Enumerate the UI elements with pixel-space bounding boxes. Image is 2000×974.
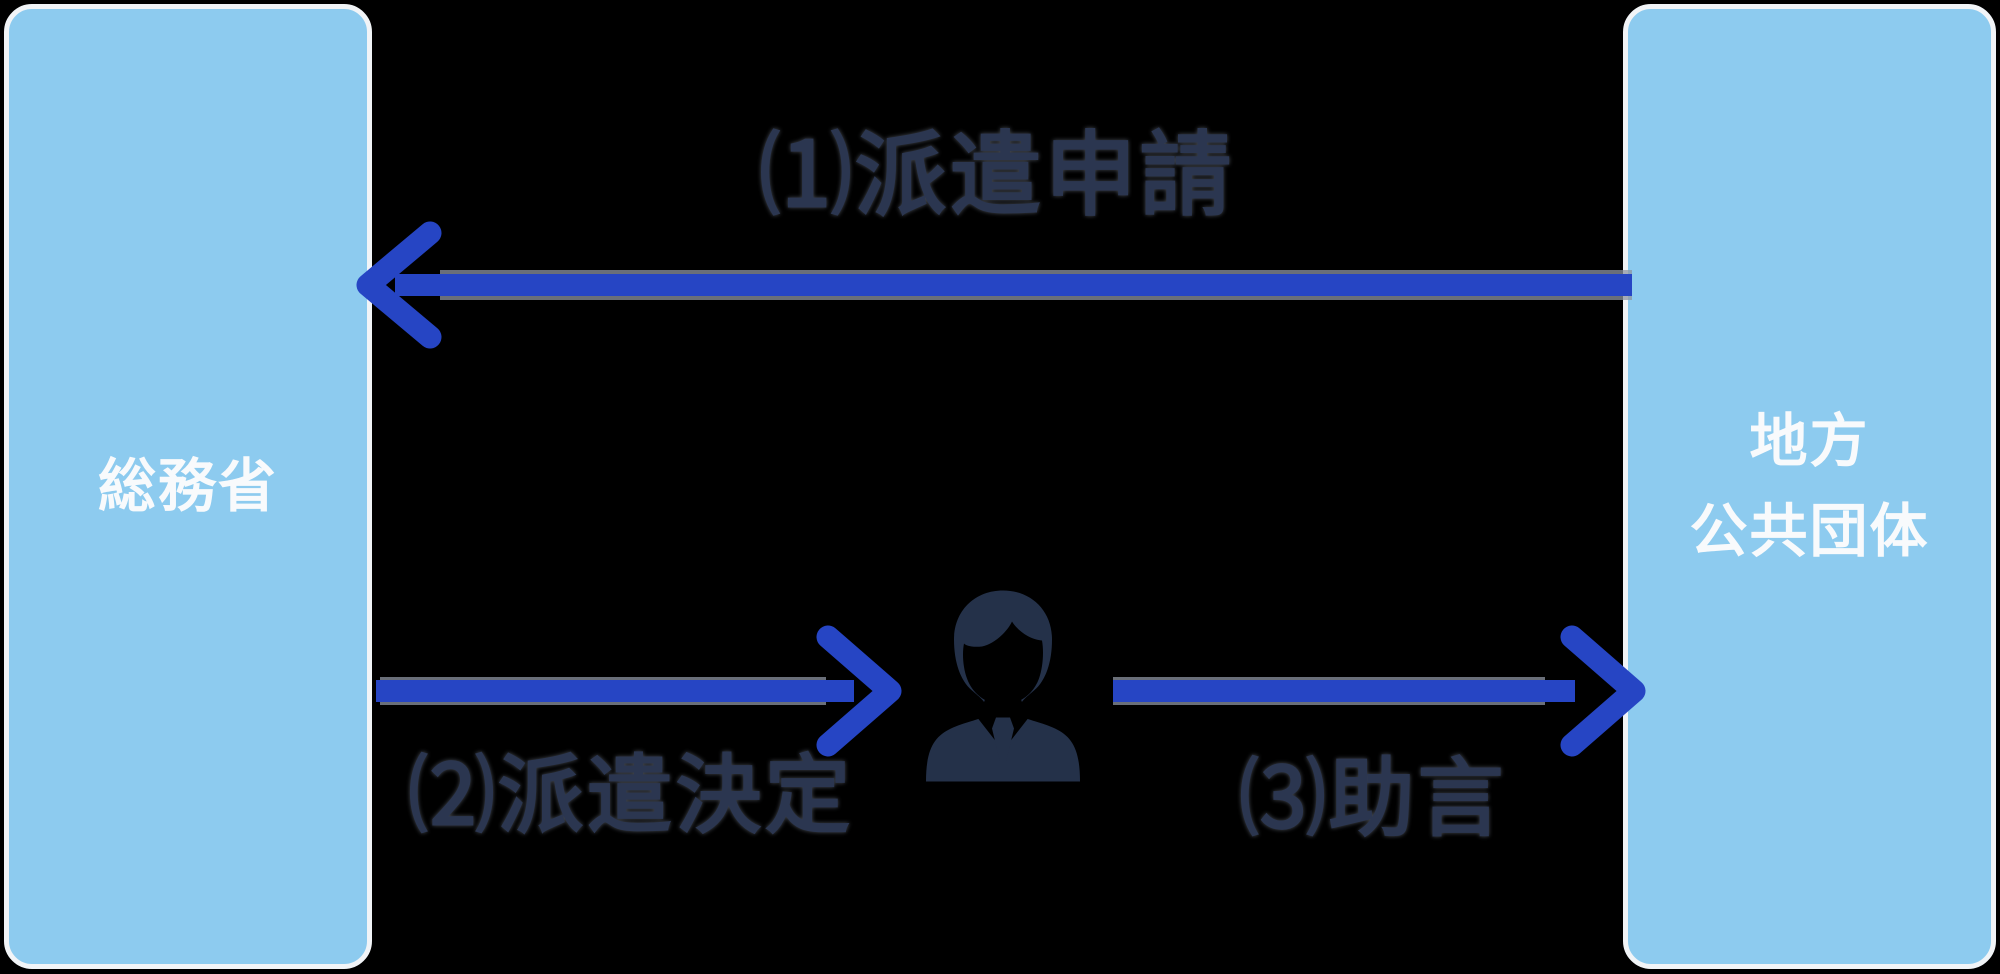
node-local-government-label-line2: 公共団体 <box>1689 498 1930 564</box>
node-ministry: 総務省 <box>4 4 372 969</box>
flow2-label: ⑵派遣決定 <box>408 748 854 844</box>
flow2-arrow-left-to-right <box>376 625 902 757</box>
flow1-arrow-right-to-left <box>356 221 1632 349</box>
node-ministry-label: 総務省 <box>97 453 278 519</box>
flow3-label: ⑶助言 <box>1239 751 1507 847</box>
flow1-label: ⑴派遣申請 <box>759 125 1235 227</box>
node-local-government: 地方 公共団体 <box>1623 4 1996 969</box>
flow3-arrow-left-to-right <box>1113 625 1646 757</box>
node-local-government-label-line1: 地方 <box>1749 408 1870 474</box>
business-person-icon <box>926 590 1080 782</box>
node-local-government-label: 地方 公共団体 <box>1689 397 1929 577</box>
